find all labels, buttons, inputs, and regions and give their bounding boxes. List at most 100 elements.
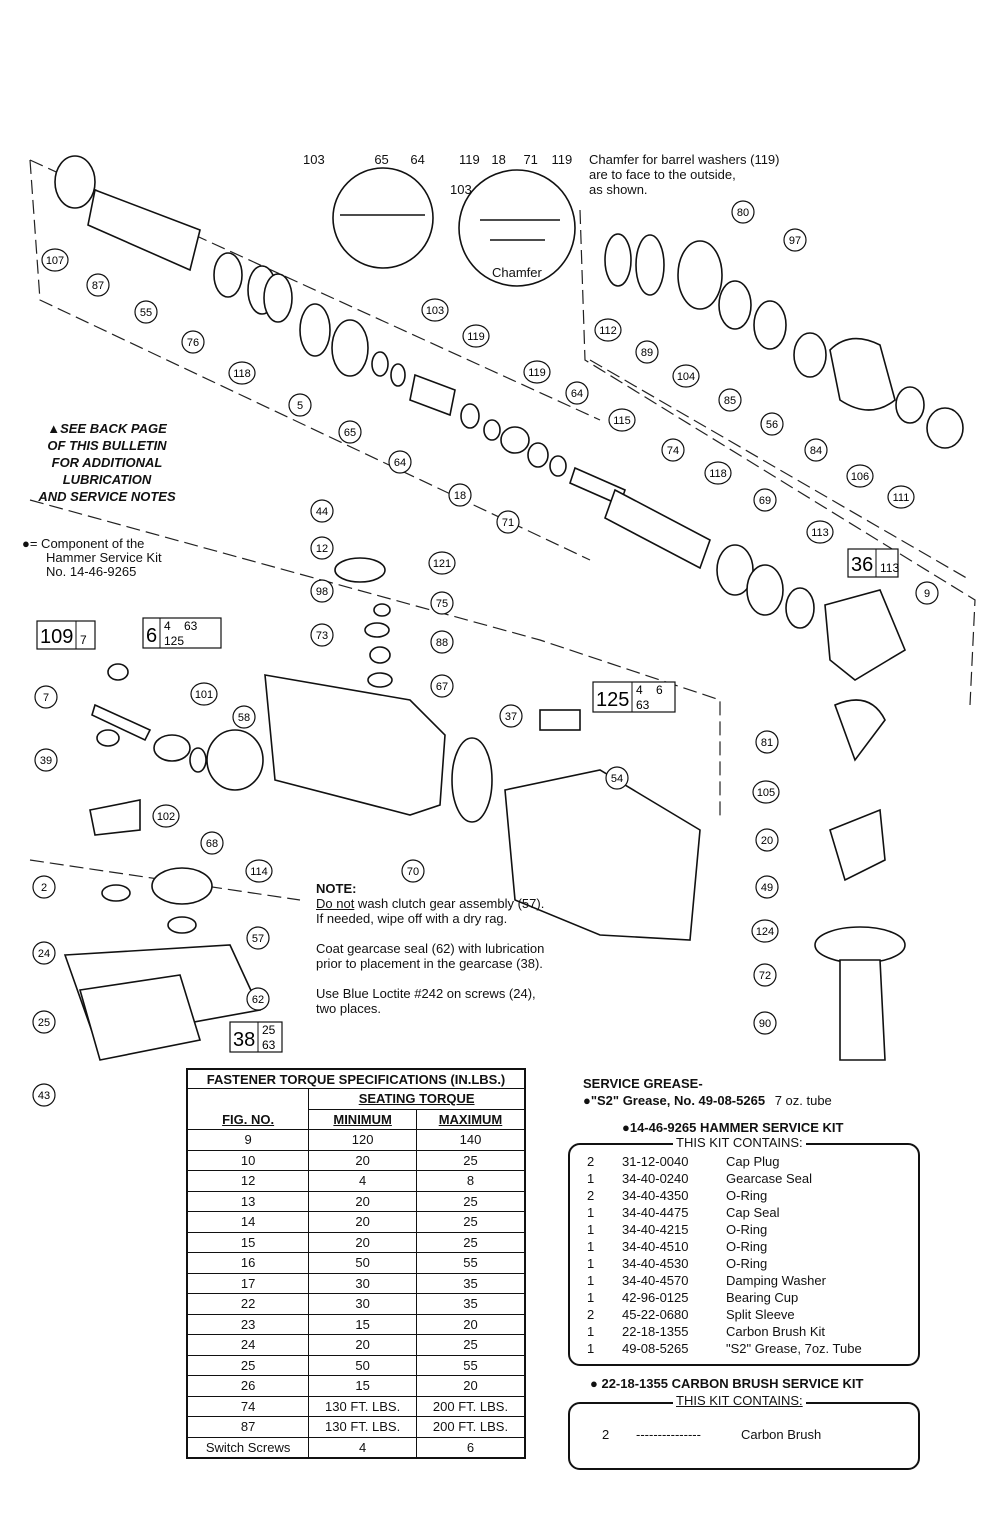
kit-description: O-Ring [726,1188,768,1203]
hammer-kit-title: ●14-46-9265 HAMMER SERVICE KIT [622,1120,844,1135]
svg-text:113: 113 [880,561,899,575]
kit-part-number: 34-40-4350 [622,1188,689,1203]
fig-no-cell: 24 [186,1334,310,1356]
kit-description: Gearcase Seal [726,1171,812,1186]
kit-part-number: 22-18-1355 [622,1324,689,1339]
kit-qty: 1 [587,1239,595,1254]
callout-18: 18 [448,483,472,507]
hammer-kit-contains: THIS KIT CONTAINS: [673,1135,806,1150]
callout-90: 90 [753,1011,777,1035]
fig-no-cell: 13 [186,1190,310,1212]
fig-no-cell: 22 [186,1293,310,1315]
back-page-note-line2: OF THIS BULLETIN [47,438,167,453]
minimum-cell: 20 [308,1211,417,1233]
minimum-cell: 30 [308,1272,417,1294]
callout-111: 111 [887,485,915,509]
callout-64: 64 [388,450,412,474]
component-note-line3: No. 14-46-9265 [46,564,137,579]
kit-part-number: 34-40-4570 [622,1273,689,1288]
maximum-cell: 25 [416,1211,526,1233]
callout-44: 44 [310,499,334,523]
assembly-note: NOTE: Do not wash clutch gear assembly (… [316,881,546,1031]
fig-no-cell: 17 [186,1272,310,1294]
callout-74: 74 [661,438,685,462]
svg-text:76: 76 [187,337,199,349]
kit-description: O-Ring [726,1239,768,1254]
kit-part-number: 34-40-4475 [622,1205,689,1220]
detail2-label-71: 71 [523,152,538,167]
kit-qty: 1 [587,1171,595,1186]
minimum-cell: 130 FT. LBS. [308,1416,417,1438]
fig-no-cell: 14 [186,1211,310,1233]
kit-qty: 1 [587,1273,595,1288]
svg-text:114: 114 [250,866,268,878]
callout-7: 7 [34,685,58,709]
detail2-label-119a: 119 [459,152,480,167]
svg-text:118: 118 [709,468,727,480]
brush-kit-contains: THIS KIT CONTAINS: [673,1393,806,1408]
kit-description: Cap Seal [726,1205,780,1220]
svg-text:89: 89 [641,347,653,359]
svg-text:54: 54 [611,773,623,785]
callout-113: 113 [806,520,834,544]
svg-text:12: 12 [316,543,328,555]
svg-text:119: 119 [467,331,485,343]
maximum-cell: 20 [416,1313,526,1335]
note-warning: Do not [316,896,355,911]
callout-106: 106 [846,464,874,488]
callout-72: 72 [753,963,777,987]
component-note: ●= Component of the Hammer Service Kit N… [22,537,162,579]
svg-text:69: 69 [759,495,771,507]
svg-text:4: 4 [164,619,171,633]
svg-text:7: 7 [80,633,87,647]
svg-text:124: 124 [756,926,774,938]
svg-text:115: 115 [613,415,631,427]
svg-text:103: 103 [426,305,444,317]
kit-part-number: 34-40-4510 [622,1239,689,1254]
callout-43: 43 [32,1083,56,1107]
kit-qty: 1 [587,1222,595,1237]
svg-text:98: 98 [316,586,328,598]
kit-qty: 2 [587,1307,595,1322]
chamfer-note-line3: as shown. [589,182,648,197]
minimum-header: MINIMUM [308,1108,417,1130]
callout-101: 101 [190,682,218,706]
svg-text:84: 84 [810,445,822,457]
minimum-cell: 4 [308,1170,417,1192]
callout-70: 70 [401,859,425,883]
kit-qty: 2 [587,1188,595,1203]
svg-text:37: 37 [505,711,517,723]
maximum-cell: 35 [416,1293,526,1315]
callout-9: 9 [915,581,939,605]
callout-97: 97 [783,228,807,252]
minimum-cell: 20 [308,1149,417,1171]
callout-37: 37 [499,704,523,728]
callout-102: 102 [152,804,180,828]
svg-text:65: 65 [344,427,356,439]
minimum-cell: 15 [308,1375,417,1397]
svg-text:67: 67 [436,681,448,693]
svg-text:112: 112 [599,325,617,337]
svg-text:2: 2 [41,882,47,894]
svg-text:64: 64 [394,457,406,469]
maximum-cell: 8 [416,1170,526,1192]
fig-no-cell: 23 [186,1313,310,1335]
svg-text:25: 25 [38,1017,50,1029]
callout-73: 73 [310,623,334,647]
callout-71: 71 [496,510,520,534]
callout-69: 69 [753,488,777,512]
callout-49: 49 [755,875,779,899]
svg-text:80: 80 [737,207,749,219]
component-note-line2: Hammer Service Kit [46,550,162,565]
fig-no-cell: 25 [186,1354,310,1376]
svg-text:5: 5 [297,400,303,412]
